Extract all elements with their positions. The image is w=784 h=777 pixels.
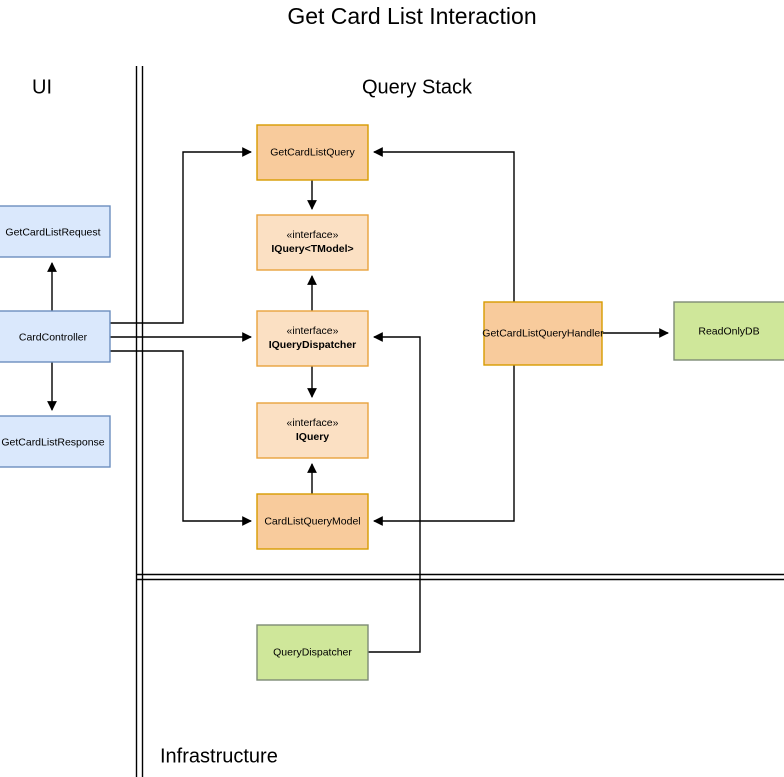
node-get-card-list-response[interactable]: GetCardListResponse	[0, 415, 111, 468]
node-stereotype-iquery-tmodel: «interface»	[287, 229, 339, 241]
node-get-card-list-request[interactable]: GetCardListRequest	[0, 205, 111, 258]
node-label-iquery-tmodel: IQuery<TModel>	[271, 243, 353, 255]
node-label-iquery: IQuery	[296, 431, 329, 443]
node-label-read-only-db: ReadOnlyDB	[698, 325, 759, 337]
edge-handler-to-get-card-list-query	[373, 147, 515, 302]
node-iquery-tmodel[interactable]: «interface» IQuery<TModel>	[256, 214, 369, 271]
lane-label-infrastructure: Infrastructure	[160, 745, 278, 767]
node-label-card-controller: CardController	[19, 331, 88, 343]
diagram-title: Get Card List Interaction	[287, 3, 536, 29]
node-card-controller[interactable]: CardController	[0, 310, 111, 363]
node-label-get-card-list-query: GetCardListQuery	[270, 146, 355, 158]
divider-query-stack-infrastructure	[136, 573, 784, 581]
node-label-card-list-query-model: CardListQueryModel	[264, 515, 360, 527]
node-read-only-db[interactable]: ReadOnlyDB	[673, 301, 784, 361]
edge-query-dispatcher-to-iquery-dispatcher	[368, 332, 421, 653]
divider-ui-query-stack	[135, 66, 144, 777]
lane-label-query-stack: Query Stack	[362, 76, 473, 98]
node-stereotype-iquery: «interface»	[287, 417, 339, 429]
node-query-dispatcher[interactable]: QueryDispatcher	[256, 624, 369, 681]
node-stereotype-iquery-dispatcher: «interface»	[287, 325, 339, 337]
lane-label-ui: UI	[32, 76, 52, 98]
node-label-get-card-list-response: GetCardListResponse	[1, 436, 104, 448]
edge-card-controller-to-get-card-list-query	[110, 147, 252, 324]
node-label-get-card-list-request: GetCardListRequest	[5, 226, 100, 238]
node-get-card-list-query-handler[interactable]: GetCardListQueryHandler	[482, 301, 604, 366]
node-get-card-list-query[interactable]: GetCardListQuery	[256, 124, 369, 181]
node-label-iquery-dispatcher: IQueryDispatcher	[269, 339, 357, 351]
node-iquery-dispatcher[interactable]: «interface» IQueryDispatcher	[256, 310, 369, 367]
node-label-query-dispatcher: QueryDispatcher	[273, 646, 352, 658]
node-label-get-card-list-query-handler: GetCardListQueryHandler	[482, 327, 604, 339]
edge-handler-to-card-list-query-model	[373, 365, 515, 526]
edge-card-controller-to-card-list-query-model	[110, 350, 252, 526]
node-iquery[interactable]: «interface» IQuery	[256, 402, 369, 459]
node-card-list-query-model[interactable]: CardListQueryModel	[256, 493, 369, 550]
